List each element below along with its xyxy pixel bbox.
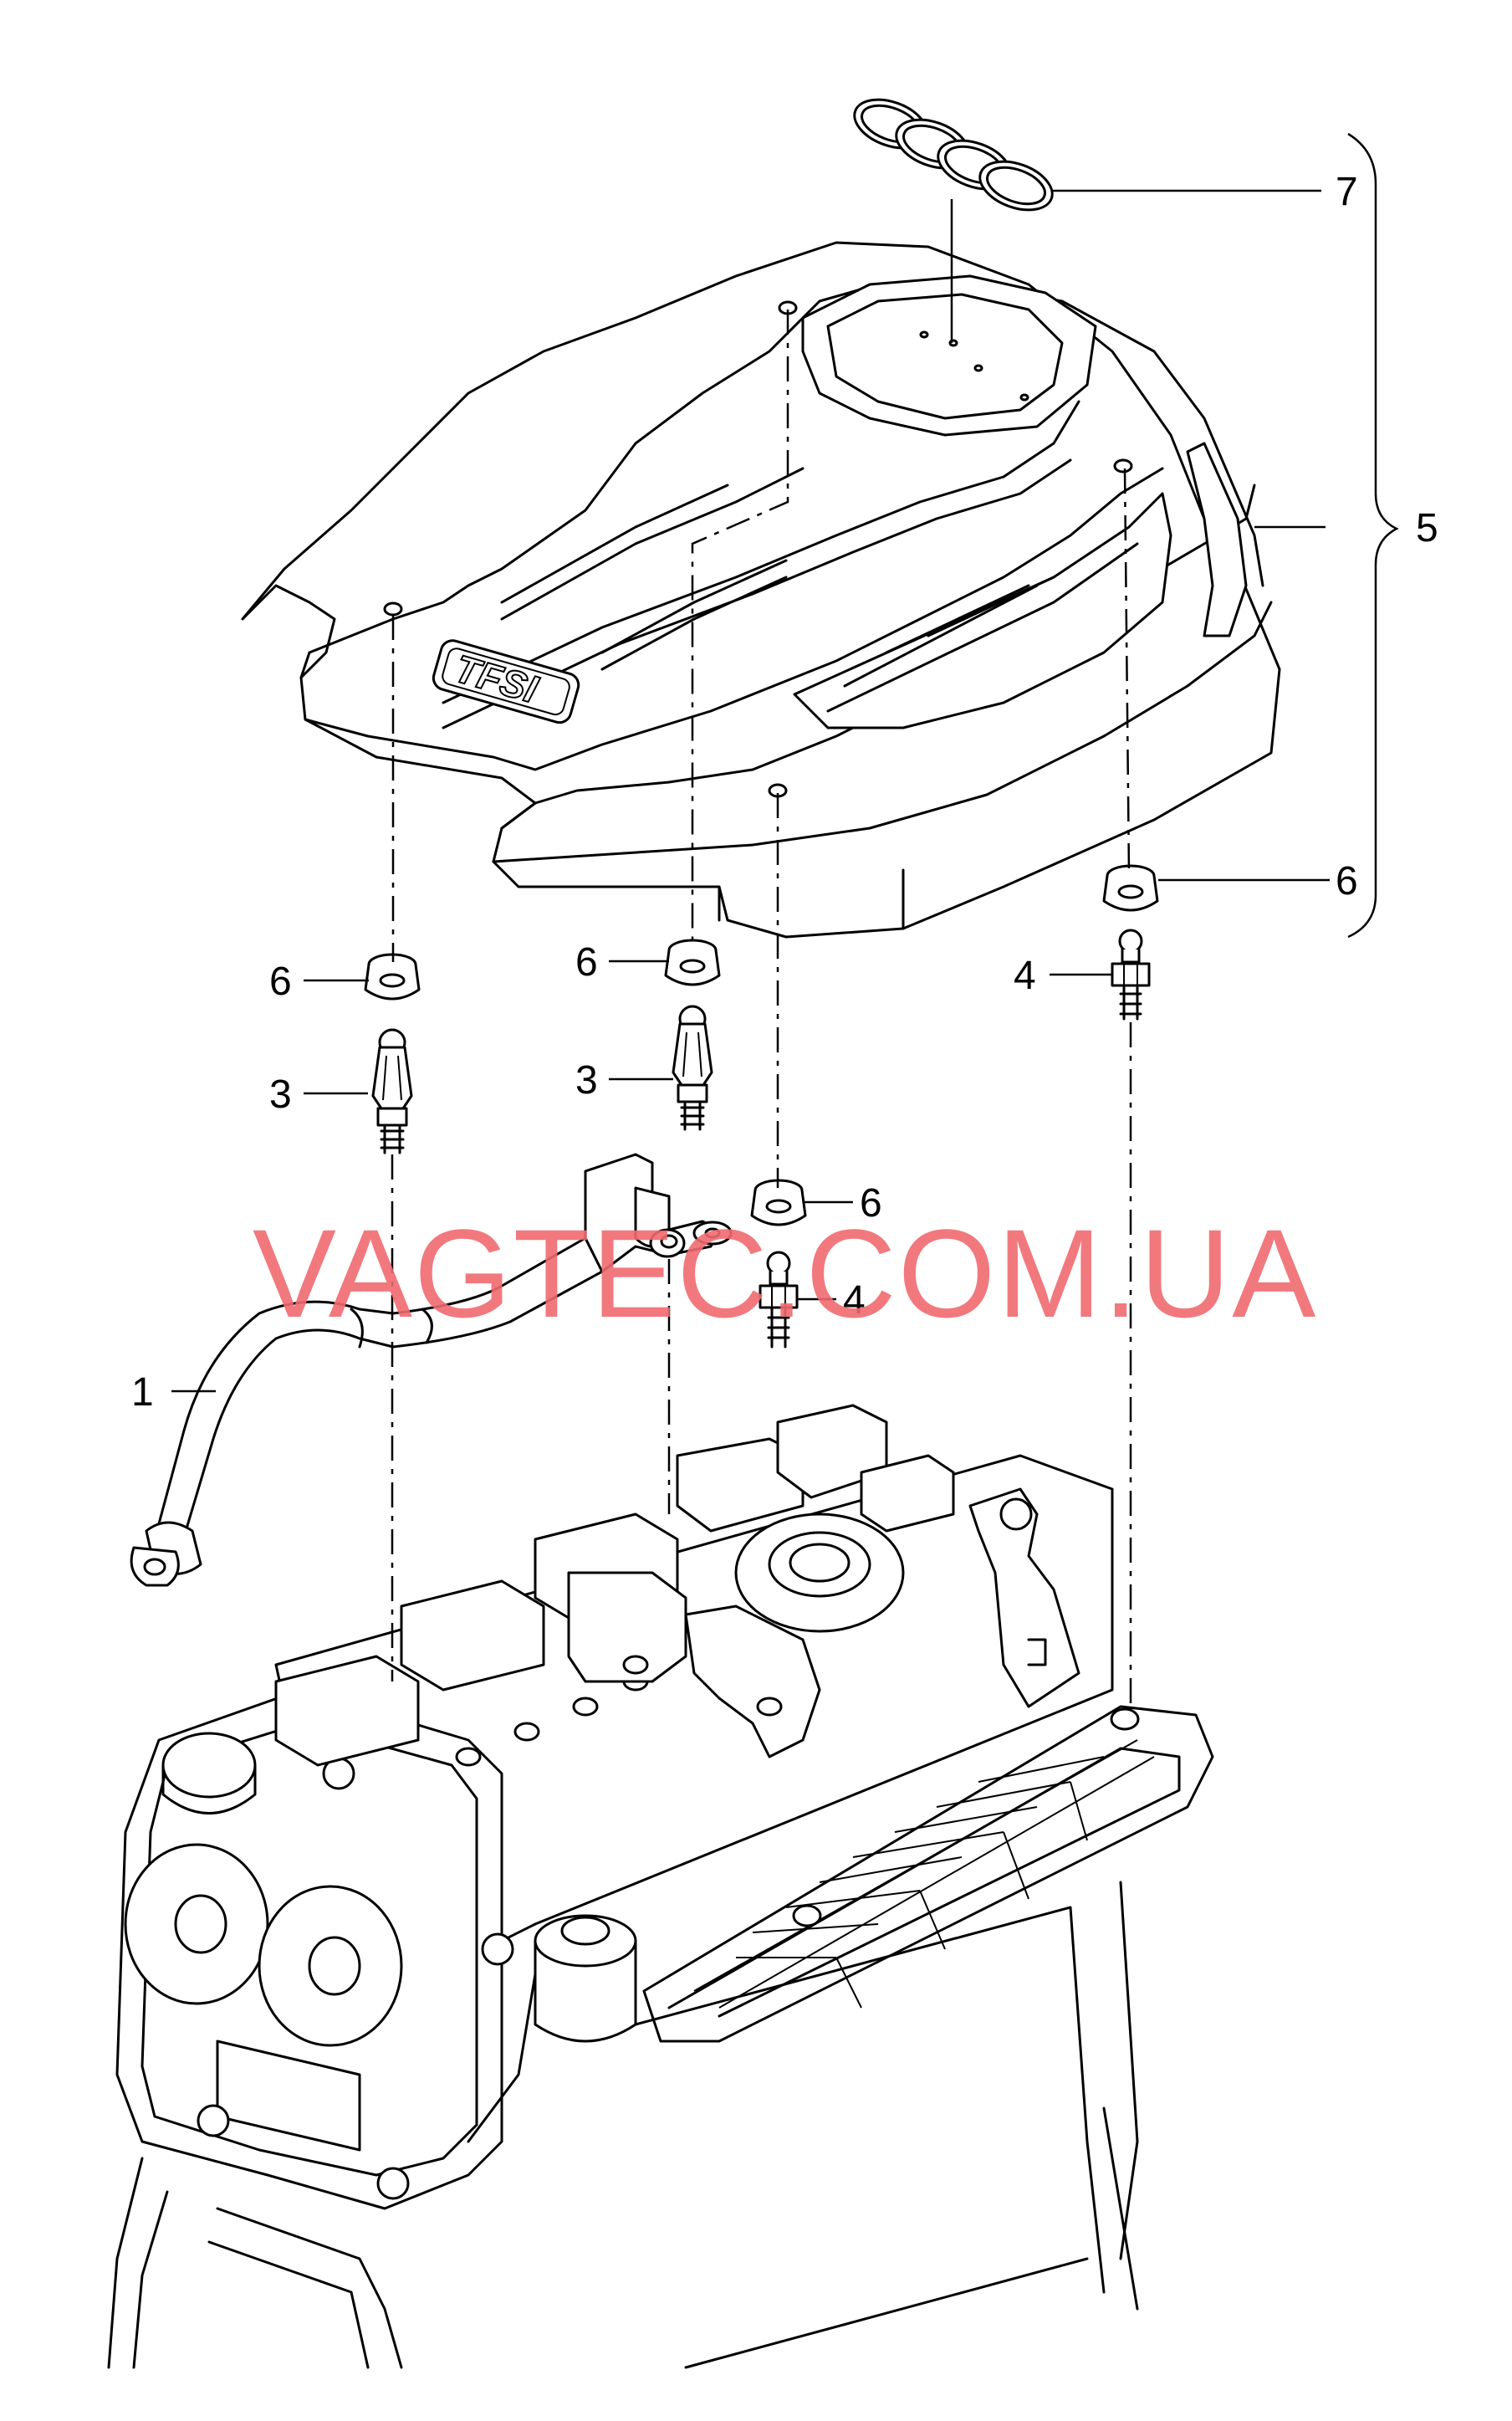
- rings-emblem: [853, 98, 1054, 212]
- callout-7: 7: [1336, 170, 1358, 214]
- leader-lines: [171, 189, 1330, 1393]
- callout-6: 6: [1336, 859, 1358, 903]
- rubber-grommet: [1102, 864, 1159, 912]
- rubber-grommet: [664, 939, 721, 986]
- ball-stud: [672, 1005, 713, 1131]
- watermark: VAGTEC.COM.UA: [253, 1203, 1317, 1344]
- callout-6: 6: [575, 940, 598, 985]
- engine-block: [107, 1404, 1214, 2369]
- engine-cover: TFSI: [241, 241, 1281, 939]
- callout-6: 6: [269, 960, 292, 1004]
- callout-4: 4: [1014, 954, 1036, 998]
- tfsi-badge: TFSI: [432, 639, 580, 724]
- callout-3: 3: [575, 1058, 598, 1103]
- callout-3: 3: [269, 1072, 292, 1117]
- breather-hose: [130, 1153, 733, 1587]
- stud-bolt: [1111, 929, 1151, 1021]
- callout-5: 5: [1416, 506, 1438, 550]
- group-bracket: [1347, 132, 1399, 939]
- callout-1: 1: [131, 1370, 154, 1415]
- callout-4: 4: [843, 1278, 866, 1323]
- callout-6: 6: [860, 1181, 882, 1226]
- stud-bolt: [759, 1251, 799, 1349]
- ball-stud: [371, 1028, 413, 1154]
- callouts: 1 3 3 4 4 5 6 6 6 6 7: [131, 170, 1438, 1415]
- assembly-axis-lines: [391, 310, 1132, 1707]
